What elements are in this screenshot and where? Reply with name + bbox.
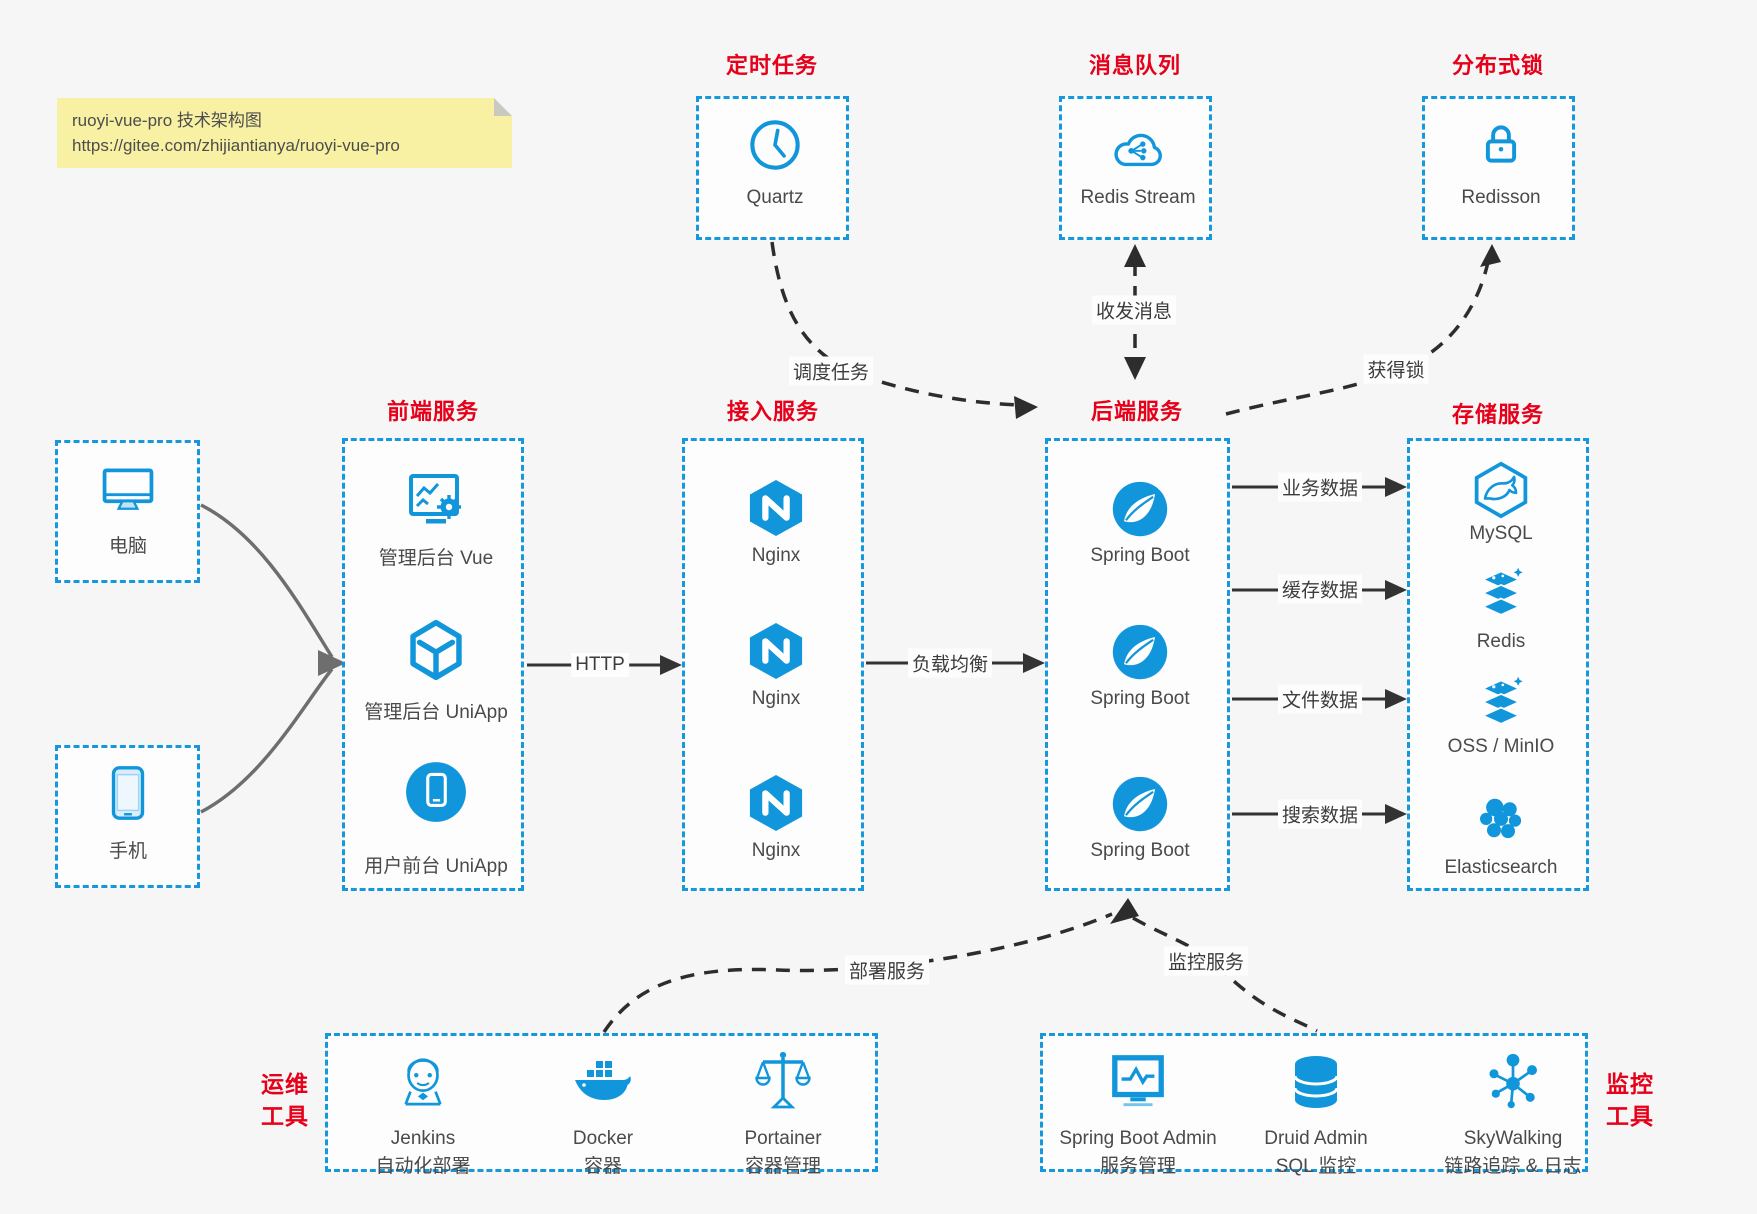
node-sublabel: 容器 [583, 1156, 623, 1177]
elasticsearch-icon [1473, 790, 1529, 846]
group-message-queue: Redis Stream [1059, 96, 1212, 240]
node-sublabel: 自动化部署 [375, 1156, 471, 1177]
node-label: Spring Boot [1090, 840, 1190, 861]
node-label: 管理后台 Vue [378, 548, 494, 569]
edge-label-deploy-service: 部署服务 [844, 955, 930, 985]
clock-icon [746, 116, 804, 174]
note-url: https://gitee.com/zhijiantianya/ruoyi-vu… [72, 136, 400, 155]
node-sublabel: SQL 监控 [1275, 1156, 1357, 1177]
group-monitoring-tools: Spring Boot Admin 服务管理 Druid Admin SQL 监… [1040, 1033, 1588, 1177]
node-label: Spring Boot [1090, 688, 1190, 709]
node-label: Docker [572, 1128, 634, 1149]
group-scheduler: Quartz [696, 96, 849, 240]
node-label: Spring Boot [1090, 545, 1190, 566]
node-label: Spring Boot Admin [1059, 1128, 1217, 1149]
node-label: Quartz [746, 187, 804, 208]
heading-message-queue: 消息队列 [1088, 53, 1182, 78]
node-label: Redis [1476, 631, 1526, 652]
client-curves [200, 503, 334, 814]
heading-distributed-lock: 分布式锁 [1451, 53, 1545, 78]
spring-icon [1110, 622, 1170, 682]
group-frontend: 管理后台 Vue 管理后台 UniApp 用户前台 UniApp [342, 438, 524, 891]
cube-icon [401, 615, 471, 685]
edge-label-file-data: 文件数据 [1277, 684, 1363, 714]
mobile-app-icon [403, 759, 469, 825]
client-mobile: 手机 [55, 745, 200, 888]
solid-arrowheads [660, 477, 1407, 824]
heading-backend-services: 后端服务 [1090, 399, 1184, 424]
spring-icon [1110, 479, 1170, 539]
admin-dashboard-icon [404, 469, 468, 531]
note-title: ruoyi-vue-pro 技术架构图 [72, 111, 262, 130]
client-pc: 电脑 [55, 440, 200, 583]
edge-label-load-balance: 负载均衡 [907, 648, 993, 678]
node-label: SkyWalking [1463, 1128, 1563, 1149]
heading-storage-services: 存储服务 [1451, 402, 1545, 427]
node-label: Elasticsearch [1444, 857, 1558, 878]
edge-label-acquire-lock: 获得锁 [1363, 354, 1429, 384]
label-monitoring-tools: 监控 工具 [1606, 1071, 1654, 1129]
group-ops-tools: Jenkins 自动化部署 Docker 容器 Portainer 容器管理 [325, 1033, 878, 1177]
node-label: 管理后台 UniApp [364, 702, 508, 723]
group-storage: MySQL Redis OSS / MinIO Elasticsearch [1407, 438, 1589, 891]
node-label: 用户前台 UniApp [364, 856, 508, 877]
group-access: Nginx Nginx Nginx [682, 438, 864, 891]
group-distributed-lock: Redisson [1422, 96, 1575, 240]
client-arrowhead [318, 650, 346, 676]
cloud-share-icon [1107, 119, 1169, 175]
node-label: OSS / MinIO [1447, 736, 1555, 757]
node-label: 手机 [108, 841, 148, 862]
scales-icon [754, 1050, 812, 1112]
edge-label-monitor-service: 监控服务 [1163, 946, 1249, 976]
edge-label-cache-data: 缓存数据 [1277, 574, 1363, 604]
docker-icon [571, 1058, 635, 1110]
heading-frontend-services: 前端服务 [386, 399, 480, 424]
edge-label-http: HTTP [571, 653, 629, 677]
spring-icon [1110, 774, 1170, 834]
database-icon [1289, 1054, 1343, 1112]
node-label: Nginx [751, 688, 801, 709]
node-label: Nginx [751, 545, 801, 566]
label-ops-tools: 运维 工具 [261, 1071, 309, 1129]
monitor-pulse-icon [1107, 1052, 1169, 1110]
node-label: Redis Stream [1080, 187, 1196, 208]
node-label: 电脑 [108, 536, 148, 557]
mysql-icon [1471, 460, 1531, 520]
node-label: Druid Admin [1264, 1128, 1368, 1149]
sticky-note: ruoyi-vue-pro 技术架构图 https://gitee.com/zh… [57, 98, 512, 168]
group-backend: Spring Boot Spring Boot Spring Boot [1045, 438, 1230, 891]
node-label: Portainer [744, 1128, 822, 1149]
edge-label-search-data: 搜索数据 [1277, 799, 1363, 829]
lock-icon [1473, 115, 1529, 173]
node-label: Jenkins [390, 1128, 456, 1149]
node-label: Redisson [1461, 187, 1541, 208]
heading-access-services: 接入服务 [726, 399, 820, 424]
node-graph-icon [1484, 1050, 1542, 1112]
jenkins-icon [396, 1050, 450, 1112]
dashed-arrowheads [1014, 244, 1501, 924]
layers-icon [1472, 566, 1530, 622]
nginx-icon [747, 772, 805, 834]
heading-scheduled-tasks: 定时任务 [725, 53, 819, 78]
edge-label-business-data: 业务数据 [1277, 472, 1363, 502]
node-sublabel: 链路追踪 & 日志 [1444, 1156, 1582, 1177]
node-sublabel: 服务管理 [1099, 1156, 1177, 1177]
edge-label-send-receive-message: 收发消息 [1091, 295, 1177, 325]
edge-label-schedule-task: 调度任务 [788, 356, 874, 386]
monitor-icon [98, 463, 158, 517]
nginx-icon [747, 620, 805, 682]
node-sublabel: 容器管理 [744, 1156, 822, 1177]
layers-icon [1472, 675, 1530, 731]
node-label: Nginx [751, 840, 801, 861]
note-fold-corner [494, 98, 512, 116]
node-label: MySQL [1469, 523, 1533, 544]
nginx-icon [747, 477, 805, 539]
smartphone-icon [106, 764, 150, 822]
